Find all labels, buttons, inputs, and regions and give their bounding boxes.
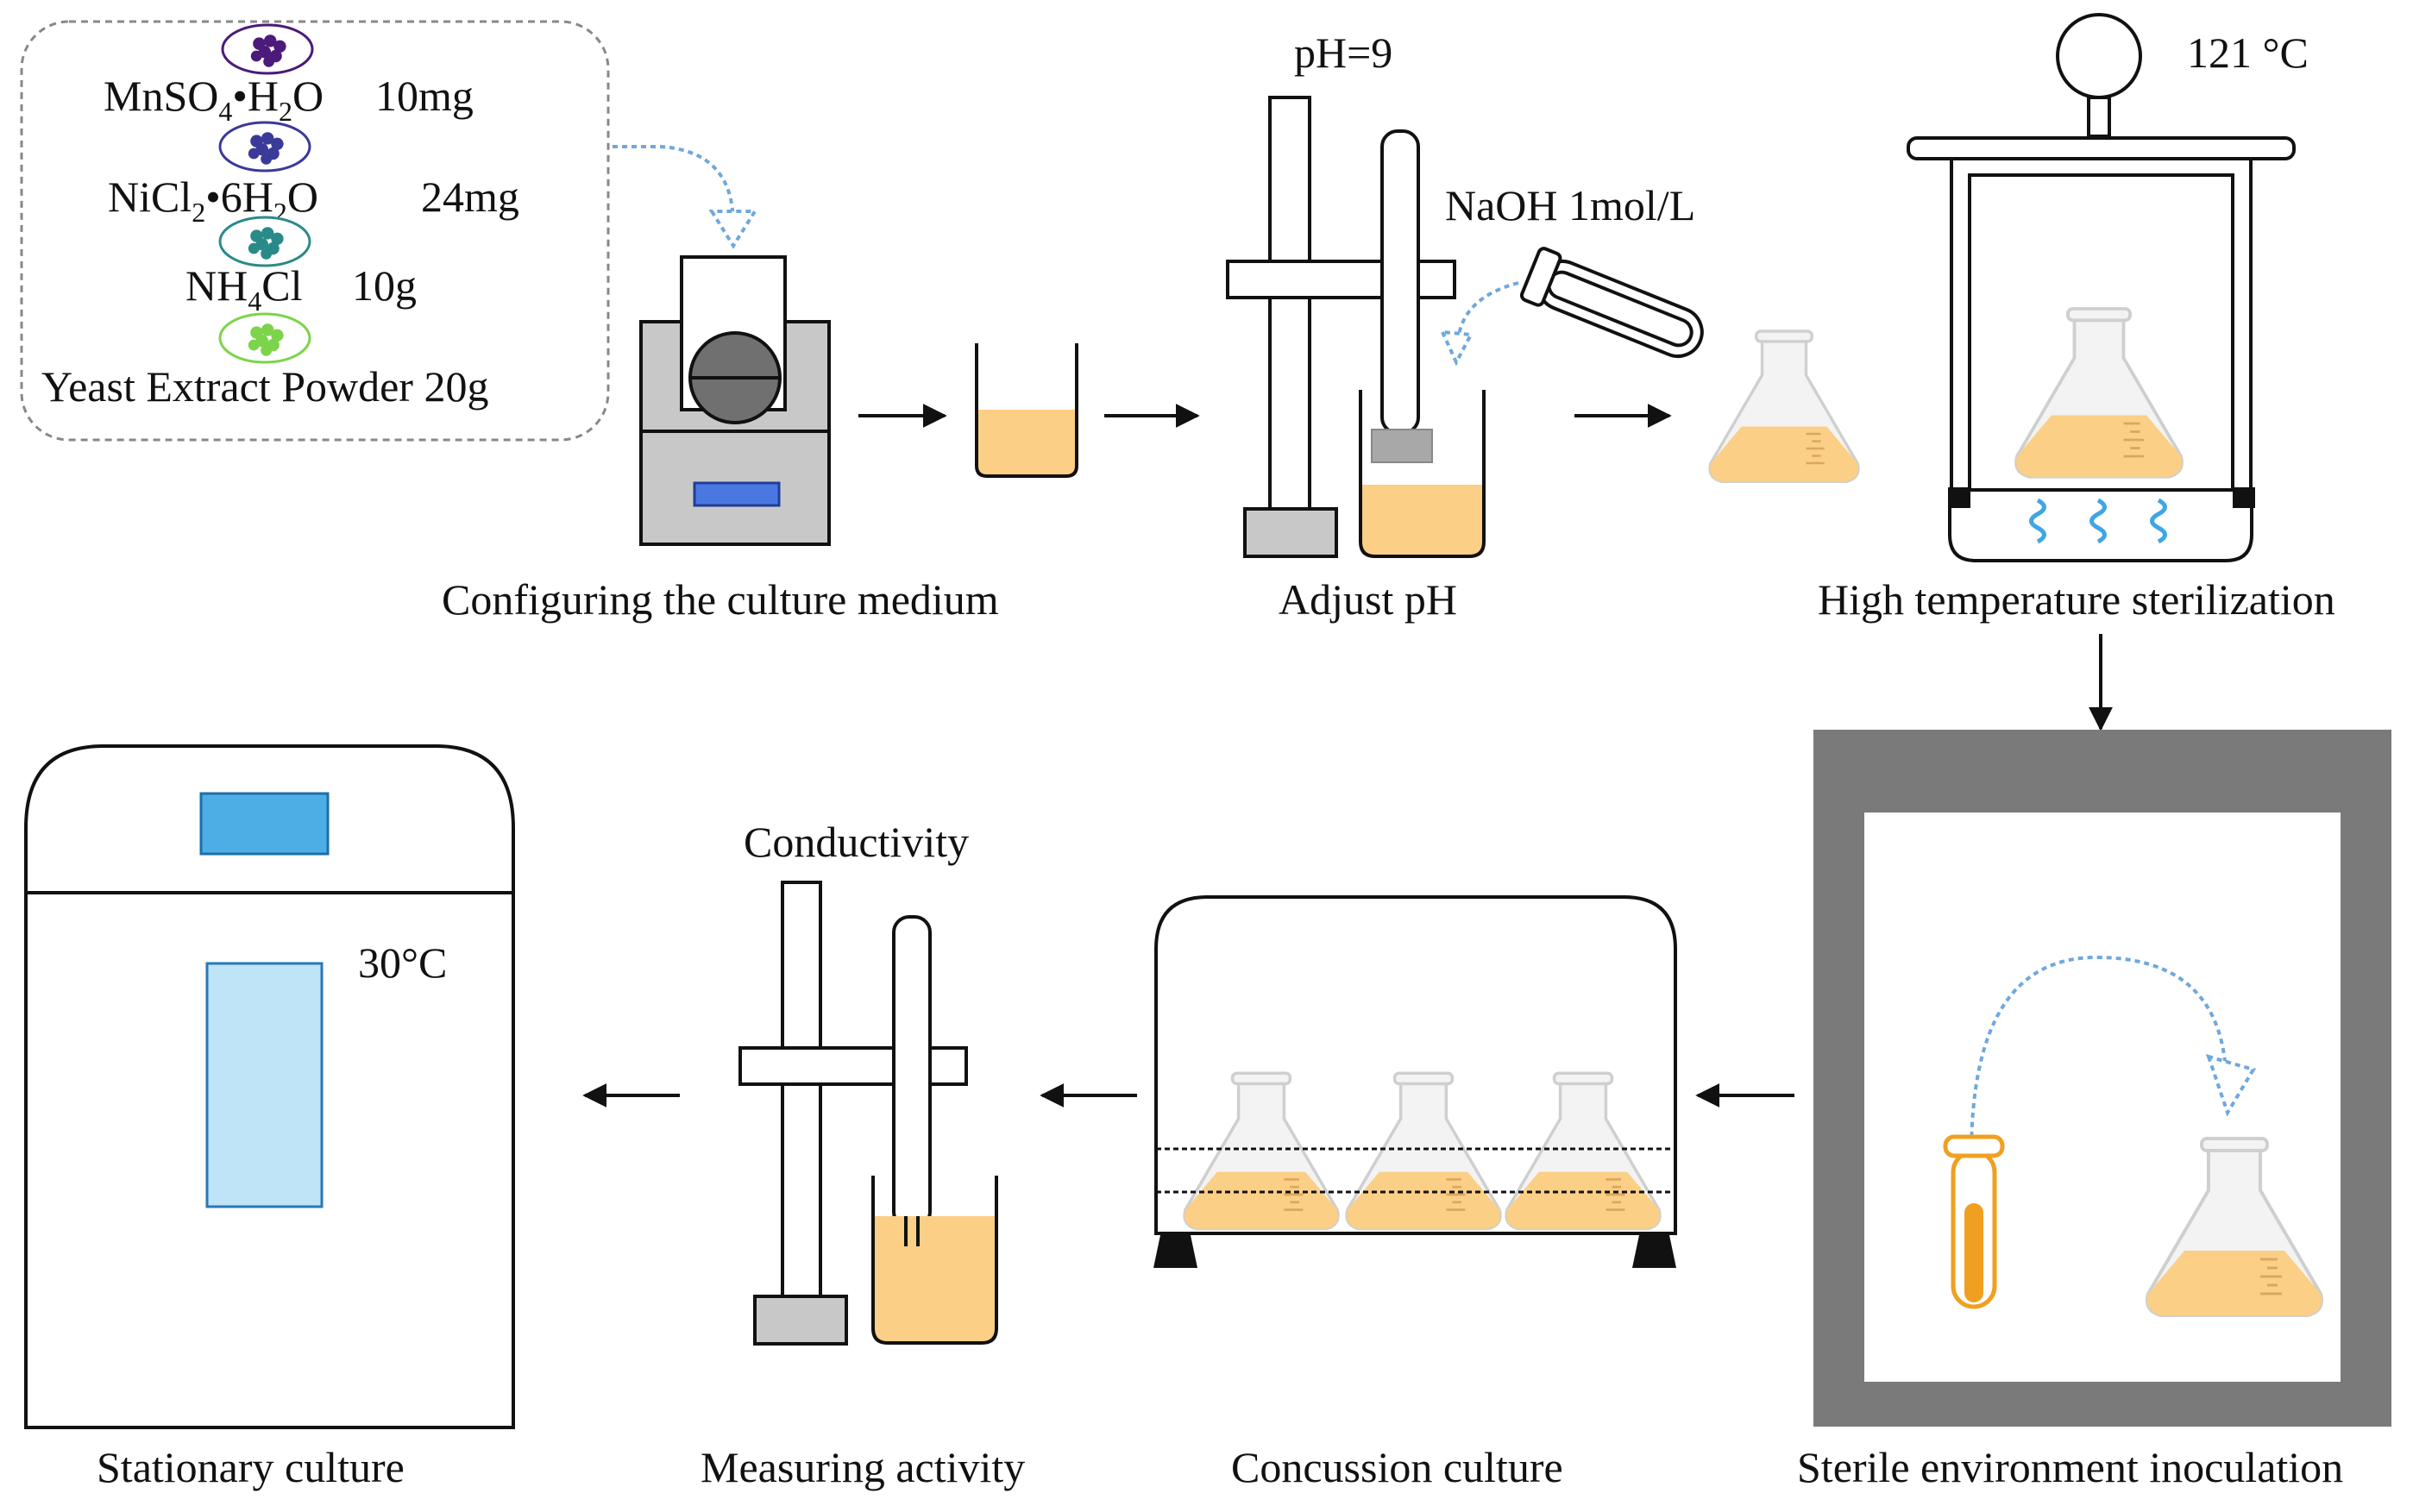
stationary-label: Stationary culture bbox=[97, 1443, 405, 1491]
mn-amount: 10mg bbox=[375, 72, 474, 120]
ingredients-box bbox=[20, 20, 610, 442]
conductivity-label: Conductivity bbox=[744, 818, 969, 866]
conductivity-stand bbox=[738, 881, 998, 1346]
ph-value-label: pH=9 bbox=[1294, 28, 1392, 77]
incubator-display bbox=[199, 792, 330, 856]
concussion-label: Concussion culture bbox=[1231, 1443, 1563, 1491]
configure-label: Configuring the culture medium bbox=[442, 575, 999, 624]
shaker bbox=[1153, 895, 1677, 1268]
adjust-ph-label: Adjust pH bbox=[1279, 575, 1457, 624]
incubator-window bbox=[205, 962, 324, 1208]
sterilize-temp-label: 121 °C bbox=[2187, 28, 2309, 77]
nh-ingredient: NH4Cl bbox=[185, 261, 302, 317]
naoh-pour-arrow bbox=[1439, 281, 1519, 367]
measuring-label: Measuring activity bbox=[701, 1443, 1025, 1491]
ni-ingredient: NiCl2•6H2O bbox=[108, 173, 318, 228]
mn-ingredient: MnSO4•H2O bbox=[104, 72, 324, 127]
ingredients-panel: MnSO4•H2O 10mg NiCl2•6H2O 24mg NH4Cl 10g… bbox=[20, 20, 610, 442]
naoh-tube bbox=[1519, 247, 1704, 358]
ni-grape-icon bbox=[218, 121, 311, 173]
incubator-temp-label: 30°C bbox=[358, 938, 447, 987]
incubator bbox=[24, 744, 515, 1429]
feed-arrow bbox=[613, 145, 758, 249]
medium-beaker bbox=[975, 343, 1078, 478]
steam-waves bbox=[2029, 498, 2167, 544]
mn-grape-icon bbox=[221, 23, 314, 75]
nh-amount: 10g bbox=[352, 261, 417, 310]
yeast-ingredient: Yeast Extract Powder 20g bbox=[41, 362, 488, 411]
naoh-label: NaOH 1mol/L bbox=[1445, 181, 1695, 229]
ni-amount: 24mg bbox=[421, 173, 519, 221]
prepared-flask bbox=[1708, 329, 1860, 483]
nh-grape-icon bbox=[218, 216, 311, 267]
yeast-grape-icon bbox=[218, 312, 311, 364]
sterilize-label: High temperature sterilization bbox=[1818, 575, 2335, 624]
autoclave bbox=[1907, 13, 2296, 562]
ph-stand bbox=[1226, 96, 1486, 558]
culture-tube bbox=[1943, 1134, 2005, 1309]
sterile-hood bbox=[1813, 730, 2391, 1427]
inoculation-label: Sterile environment inoculation bbox=[1797, 1443, 2343, 1491]
mixing-machine bbox=[639, 255, 831, 546]
